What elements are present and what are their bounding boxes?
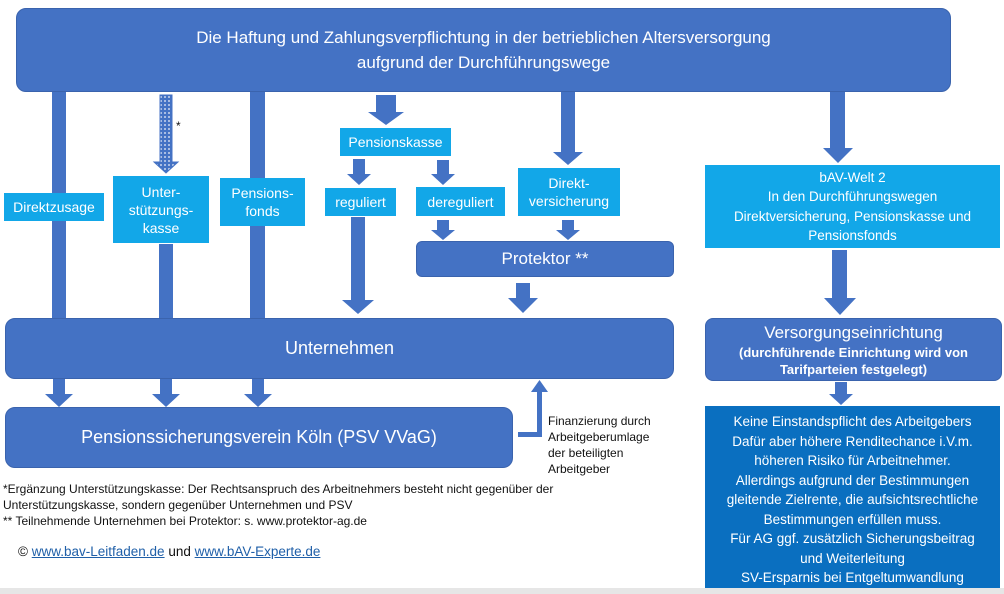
footnote-mark: * — [176, 119, 181, 133]
box-reguliert: reguliert — [325, 188, 396, 216]
info-line: höheren Risiko für Arbeitnehmer. — [754, 453, 951, 468]
note-line: der beteiligten — [548, 446, 624, 460]
footnote-line: *Ergänzung Unterstützungskasse: Der Rech… — [3, 482, 554, 496]
info-line: Keine Einstandspflicht des Arbeitgebers — [733, 414, 972, 429]
footnote-line: Unterstützungskasse, sondern gegenüber U… — [3, 498, 353, 512]
label-line: In den Durchführungswegen — [767, 189, 938, 204]
info-line: Für AG ggf. zusätzlich Sicherungsbeitrag — [730, 531, 975, 546]
footnotes: *Ergänzung Unterstützungskasse: Der Rech… — [3, 481, 553, 529]
label-line: Direktversicherung, Pensionskasse und — [733, 208, 972, 224]
box-direktzusage: Direktzusage — [4, 193, 104, 221]
note-line: Finanzierung durch — [548, 414, 651, 428]
title-box: Die Haftung und Zahlungsverpflichtung in… — [16, 8, 951, 92]
info-line: Allerdings aufgrund der Bestimmungen — [735, 472, 970, 488]
info-line: gleitende Zielrente, die aufsichtsrechtl… — [726, 492, 979, 507]
label-line: fonds — [245, 203, 280, 219]
box-unterstuetzungskasse: Unter- stützungs- kasse — [113, 176, 209, 243]
info-line: SV-Ersparnis bei Entgeltumwandlung — [741, 570, 964, 585]
label-line: stützungs- — [128, 201, 194, 218]
link-bav-experte[interactable]: www.bAV-Experte.de — [194, 544, 321, 559]
note-line: Arbeitgeber — [548, 462, 611, 476]
label-line: bAV-Welt 2 — [819, 169, 886, 185]
bottom-divider — [0, 588, 1004, 594]
box-protektor: Protektor ** — [416, 241, 674, 277]
dotted-arrow-unterstuetzungskasse — [152, 94, 180, 174]
versorgung-sub: Tarifparteien festgelegt) — [779, 361, 928, 377]
copyright-and: und — [168, 544, 191, 559]
box-unternehmen: Unternehmen — [5, 318, 674, 379]
box-info: Keine Einstandspflicht des Arbeitgebers … — [705, 406, 1000, 592]
title-line-1: Die Haftung und Zahlungsverpflichtung in… — [196, 28, 771, 47]
copyright: © www.bav-Leitfaden.de und www.bAV-Exper… — [18, 544, 320, 560]
info-line: Dafür aber höhere Renditechance i.V.m. — [732, 433, 973, 449]
footnote-line: ** Teilnehmende Unternehmen bei Protekto… — [3, 514, 367, 528]
box-psv: Pensionssicherungsverein Köln (PSV VVaG) — [5, 407, 513, 468]
title-line-2: aufgrund der Durchführungswege — [356, 53, 611, 72]
copyright-symbol: © — [18, 544, 28, 559]
label-line: versicherung — [528, 193, 610, 209]
box-pensionskasse: Pensionskasse — [340, 128, 451, 156]
note-line: Arbeitgeberumlage — [548, 430, 650, 444]
versorgung-title: Versorgungseinrichtung — [764, 322, 943, 342]
link-bav-leitfaden[interactable]: www.bav-Leitfaden.de — [31, 544, 165, 559]
label-line: Direkt- — [548, 175, 590, 191]
box-direktversicherung: Direkt- versicherung — [518, 168, 620, 216]
info-line: und Weiterleitung — [800, 550, 905, 566]
label-line: Unter- — [141, 183, 181, 200]
box-pensionsfonds: Pensions- fonds — [220, 178, 305, 226]
info-line: Bestimmungen erfüllen muss. — [763, 511, 942, 527]
label-line: Pensionsfonds — [808, 228, 897, 243]
box-bav-welt-2: bAV-Welt 2 In den Durchführungswegen Dir… — [705, 165, 1000, 248]
versorgung-sub: (durchführende Einrichtung wird von — [739, 344, 968, 360]
box-dereguliert: dereguliert — [416, 187, 505, 216]
finanzierung-note: Finanzierung durch Arbeitgeberumlage der… — [548, 413, 651, 477]
label-line: kasse — [142, 219, 180, 236]
label-line: Pensions- — [231, 185, 294, 201]
box-versorgungseinrichtung: Versorgungseinrichtung (durchführende Ei… — [705, 318, 1002, 381]
